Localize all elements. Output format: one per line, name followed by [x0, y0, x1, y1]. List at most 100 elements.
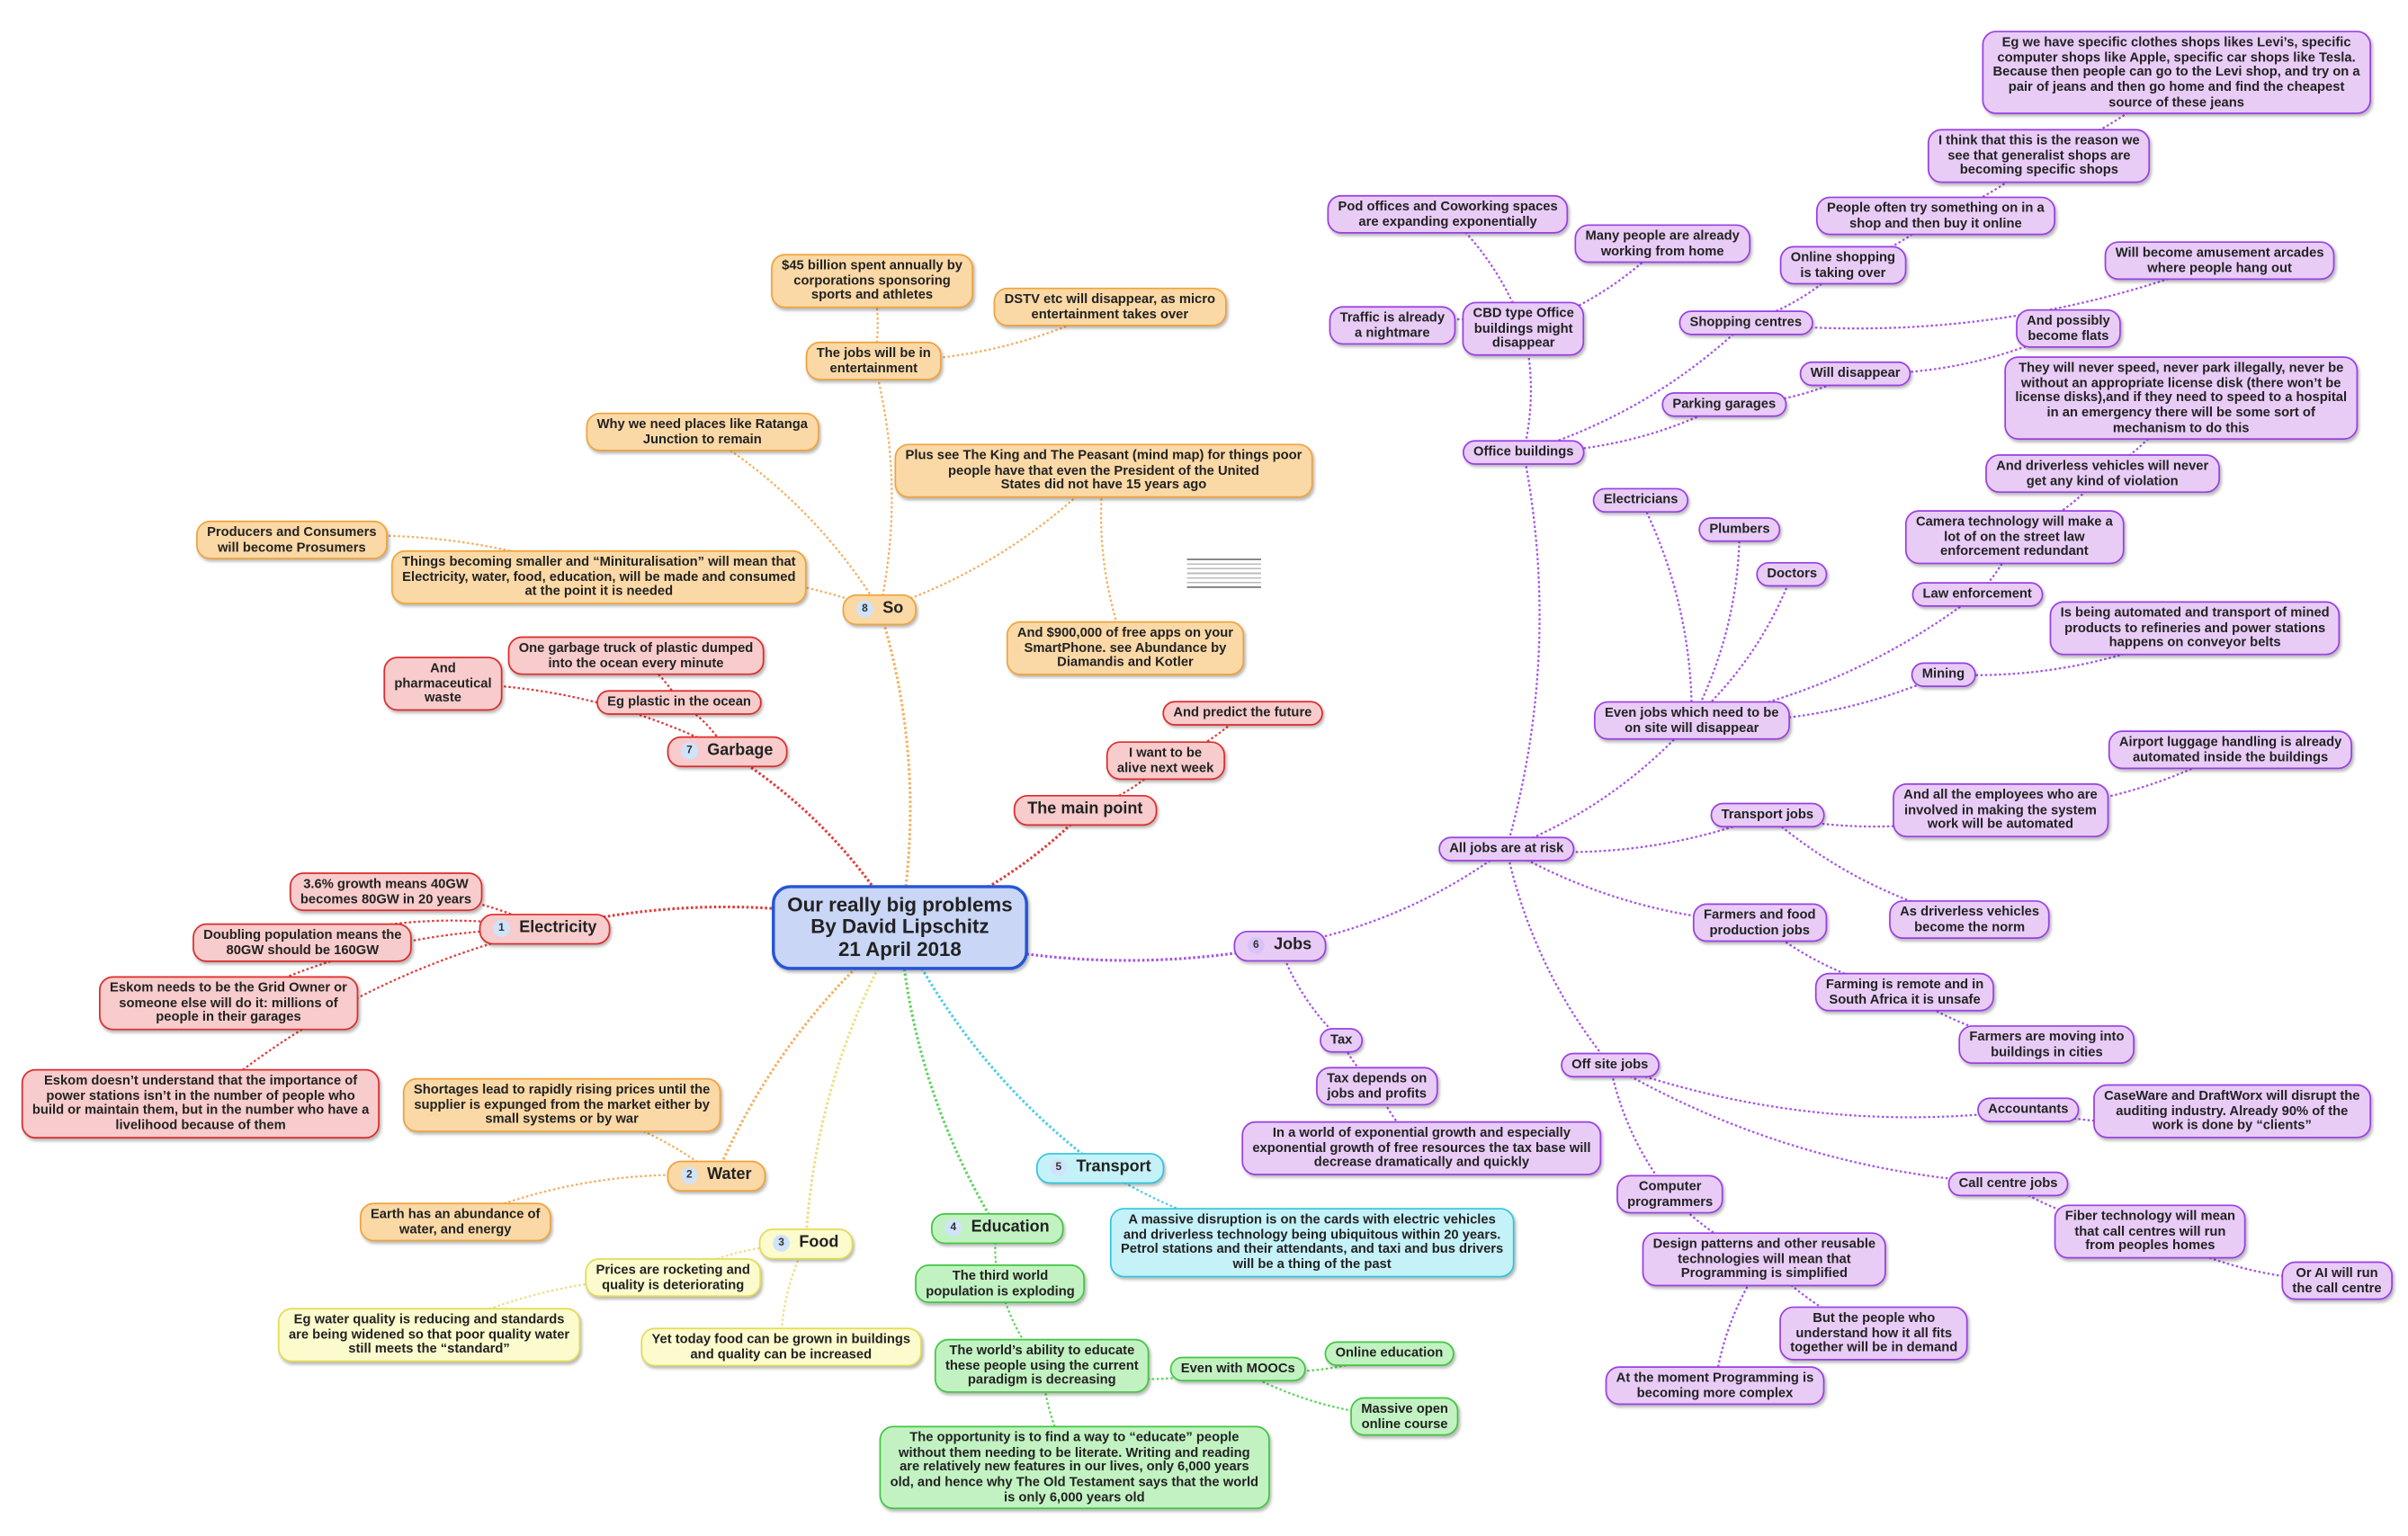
topic-people-often-try-something-on[interactable]: People often try something on in a shop … — [1815, 196, 2055, 236]
topic-and-possibly-become-flats[interactable]: And possibly become flats — [2016, 308, 2121, 349]
topic-eskom-needs-to-be-the[interactable]: Eskom needs to be the Grid Owner or some… — [99, 976, 358, 1031]
topic-label: Electricity — [519, 918, 597, 937]
topic-the-third-world-population-is[interactable]: The third world population is exploding — [915, 1264, 1086, 1304]
topic-in-a-world-of-exponential[interactable]: In a world of exponential growth and esp… — [1241, 1121, 1602, 1175]
topic-parking-garages[interactable]: Parking garages — [1661, 392, 1787, 416]
topic-computer-programmers[interactable]: Computer programmers — [1616, 1174, 1724, 1214]
topic-will-become-amusement-arcades-where[interactable]: Will become amusement arcades where peop… — [2104, 241, 2335, 281]
topic-tax-depends-on-jobs-and[interactable]: Tax depends on jobs and profits — [1316, 1067, 1438, 1106]
topic-doubling-population-means-the-80gw[interactable]: Doubling population means the 80GW shoul… — [192, 923, 413, 963]
topic-pod-offices-and-coworking-spaces[interactable]: Pod offices and Coworking spaces are exp… — [1327, 194, 1569, 235]
topic-and-pharmaceutical-waste[interactable]: And pharmaceutical waste — [383, 656, 503, 711]
topic-eg-water-quality-is-reducing[interactable]: Eg water quality is reducing and standar… — [277, 1308, 581, 1362]
topic-tax[interactable]: Tax — [1320, 1028, 1364, 1052]
topic-i-want-to-be-alive[interactable]: I want to be alive next week — [1106, 741, 1225, 781]
topic-camera-technology-will-make-a[interactable]: Camera technology will make a lot of on … — [1904, 510, 2124, 565]
topic-one-garbage-truck-of-plastic[interactable]: One garbage truck of plastic dumped into… — [507, 636, 765, 675]
topic-label: Tax — [1330, 1031, 1353, 1047]
topic-the-jobs-will-be-in[interactable]: The jobs will be in entertainment — [805, 341, 942, 381]
topic-a-massive-disruption-is-on[interactable]: A massive disruption is on the cards wit… — [1109, 1208, 1515, 1277]
topic-shopping-centres[interactable]: Shopping centres — [1678, 310, 1813, 335]
topic-cbd-type-office-buildings-might[interactable]: CBD type Office buildings might disappea… — [1462, 301, 1585, 356]
central-topic[interactable]: Our really big problems By David Lipschi… — [772, 885, 1028, 970]
topic-i-think-that-this-is[interactable]: I think that this is the reason we see t… — [1927, 129, 2151, 183]
topic-at-the-moment-programming-is[interactable]: At the moment Programming is becoming mo… — [1605, 1366, 1825, 1406]
topic-yet-today-food-can-be[interactable]: Yet today food can be grown in buildings… — [640, 1327, 922, 1367]
topic-label: Doubling population means the 80GW shoul… — [203, 926, 402, 957]
topic-farming-is-remote-and-in[interactable]: Farming is remote and in South Africa it… — [1814, 972, 1995, 1013]
connector-office — [1505, 451, 1541, 850]
topic-label: Shopping centres — [1689, 313, 1803, 329]
topic-even-jobs-which-need-to[interactable]: Even jobs which need to be on site will … — [1594, 701, 1790, 741]
topic-label: One garbage truck of plastic dumped into… — [518, 639, 754, 670]
topic-and-all-the-employees-who[interactable]: And all the employees who are involved i… — [1893, 782, 2108, 837]
topic-airport-luggage-handling-is-already[interactable]: Airport luggage handling is already auto… — [2108, 730, 2353, 770]
topic-farmers-and-food-production-jobs[interactable]: Farmers and food production jobs — [1692, 903, 1827, 942]
topic-caseware-and-draftworx-will-disrupt[interactable]: CaseWare and DraftWorx will disrupt the … — [2093, 1084, 2371, 1139]
topic-as-driverless-vehicles-become-the[interactable]: As driverless vehicles become the norm — [1889, 900, 2051, 940]
topic-massive-open-online-course[interactable]: Massive open online course — [1350, 1397, 1459, 1436]
connector-ent — [873, 361, 893, 611]
topic-label: DSTV etc will disappear, as micro entert… — [1004, 290, 1216, 321]
main-topic-the-main-point[interactable]: The main point — [1013, 794, 1157, 826]
topic-3-6-growth-means-40gw[interactable]: 3.6% growth means 40GW becomes 80GW in 2… — [289, 872, 483, 912]
topic-online-education[interactable]: Online education — [1324, 1341, 1455, 1366]
topic-the-opportunity-is-to-find[interactable]: The opportunity is to find a way to “edu… — [879, 1425, 1270, 1510]
topic-and-900-000-of-free[interactable]: And $900,000 of free apps on your SmartP… — [1006, 621, 1245, 675]
topic-45-billion-spent-annually-by[interactable]: $45 billion spent annually by corporatio… — [771, 254, 973, 308]
topic-label: Will become amusement arcades where peop… — [2115, 244, 2324, 275]
topic-accountants[interactable]: Accountants — [1977, 1097, 2080, 1122]
topic-eg-plastic-in-the-ocean[interactable]: Eg plastic in the ocean — [596, 690, 762, 715]
topic-number-badge: 6 — [1247, 937, 1265, 955]
topic-traffic-is-already-a-nightmare[interactable]: Traffic is already a nightmare — [1329, 306, 1456, 345]
topic-eg-we-have-specific-clothes[interactable]: Eg we have specific clothes shops likes … — [1982, 31, 2371, 115]
topic-office-buildings[interactable]: Office buildings — [1462, 440, 1585, 465]
topic-label: Mining — [1921, 665, 1965, 682]
topic-mining[interactable]: Mining — [1911, 662, 1976, 687]
topic-and-predict-the-future[interactable]: And predict the future — [1162, 701, 1323, 726]
topic-or-ai-will-run-the[interactable]: Or AI will run the call centre — [2281, 1261, 2393, 1300]
topic-they-will-never-speed-never[interactable]: They will never speed, never park illega… — [2004, 356, 2359, 441]
topic-off-site-jobs[interactable]: Off site jobs — [1561, 1052, 1660, 1077]
topic-plumbers[interactable]: Plumbers — [1698, 517, 1781, 541]
topic-prices-are-rocketing-and-quality[interactable]: Prices are rocketing and quality is dete… — [585, 1258, 761, 1298]
topic-plus-see-the-king-and[interactable]: Plus see The King and The Peasant (mind … — [894, 443, 1313, 498]
topic-label: Food — [799, 1233, 839, 1252]
topic-all-jobs-are-at-risk[interactable]: All jobs are at risk — [1438, 836, 1575, 862]
thumbnail-image — [1186, 558, 1261, 588]
topic-electricians[interactable]: Electricians — [1592, 487, 1689, 513]
topic-producers-and-consumers-will-become[interactable]: Producers and Consumers will become Pros… — [196, 520, 388, 560]
topic-call-centre-jobs[interactable]: Call centre jobs — [1947, 1171, 2069, 1196]
topic-online-shopping-is-taking-over[interactable]: Online shopping is taking over — [1779, 246, 1907, 285]
topic-eskom-doesn-t-understand-that[interactable]: Eskom doesn’t understand that the import… — [21, 1068, 380, 1139]
topic-doctors[interactable]: Doctors — [1756, 561, 1829, 586]
topic-and-driverless-vehicles-will-never[interactable]: And driverless vehicles will never get a… — [1985, 454, 2220, 494]
topic-label: Earth has an abundance of water, and ene… — [370, 1205, 541, 1237]
topic-shortages-lead-to-rapidly-rising[interactable]: Shortages lead to rapidly rising prices … — [402, 1077, 721, 1132]
topic-label: Camera technology will make a lot of on … — [1915, 513, 2113, 558]
topic-is-being-automated-and-transport[interactable]: Is being automated and transport of mine… — [2049, 601, 2341, 656]
topic-earth-has-an-abundance-of[interactable]: Earth has an abundance of water, and ene… — [359, 1202, 551, 1242]
topic-many-people-are-already-working[interactable]: Many people are already working from hom… — [1574, 224, 1750, 263]
topic-but-the-people-who-understand[interactable]: But the people who understand how it all… — [1779, 1306, 1969, 1361]
topic-fiber-technology-will-mean-that[interactable]: Fiber technology will mean that call cen… — [2054, 1204, 2247, 1259]
topic-law-enforcement[interactable]: Law enforcement — [1911, 582, 2043, 607]
topic-things-becoming-smaller-and-minituralisation[interactable]: Things becoming smaller and “Minituralis… — [391, 549, 807, 604]
topic-the-world-s-ability-to[interactable]: The world’s ability to educate these peo… — [934, 1338, 1150, 1393]
topic-even-with-moocs[interactable]: Even with MOOCs — [1169, 1356, 1306, 1381]
topic-why-we-need-places-like[interactable]: Why we need places like Ratanga Junction… — [586, 412, 819, 452]
topic-transport-jobs[interactable]: Transport jobs — [1710, 802, 1825, 827]
topic-farmers-are-moving-into-buildings[interactable]: Farmers are moving into buildings in cit… — [1958, 1025, 2135, 1065]
topic-number-badge: 5 — [1050, 1159, 1068, 1177]
topic-dstv-etc-will-disappear-as[interactable]: DSTV etc will disappear, as micro entert… — [993, 287, 1227, 327]
topic-design-patterns-and-other-reusable[interactable]: Design patterns and other reusable techn… — [1642, 1232, 1887, 1287]
topic-will-disappear[interactable]: Will disappear — [1799, 361, 1911, 386]
